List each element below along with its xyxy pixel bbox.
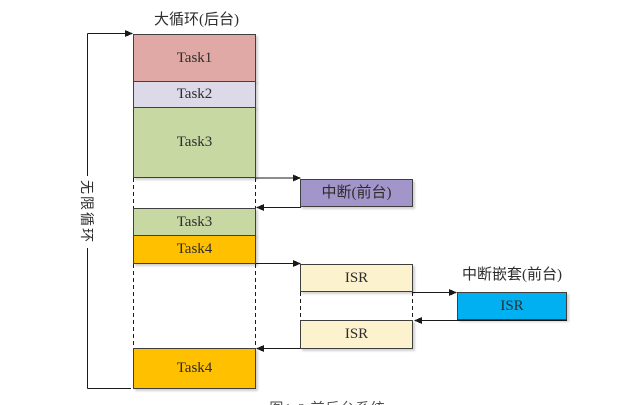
nested-isr-label: ISR: [500, 297, 524, 314]
arrow-isr-to-nested-isr-head-icon: [449, 289, 457, 296]
task3-resume-box: Task3: [133, 208, 256, 236]
isr1-label: ISR: [344, 269, 369, 286]
caption-cropped: 图1-2 前后台系统: [230, 398, 425, 405]
task3-box: Task3: [133, 107, 256, 178]
interrupt-box: 中断(前台): [300, 179, 413, 207]
task1-box: Task1: [133, 34, 256, 82]
nested-isr-box: ISR: [457, 292, 567, 320]
task4-resume-label: Task4: [176, 360, 213, 376]
background-column-title: 大循环(后台): [154, 12, 239, 28]
task4-label: Task4: [176, 241, 213, 257]
isr2-box: ISR: [300, 320, 413, 349]
task3-resume-label: Task3: [176, 213, 213, 230]
task4-box: Task4: [133, 235, 256, 264]
arrow-interrupt-return-head-icon: [256, 204, 264, 211]
task2-label: Task2: [176, 86, 213, 102]
task1-label: Task1: [176, 49, 213, 66]
infinite-loop-label: 无限循环: [76, 176, 98, 248]
arrow-isr-return-to-task4-head-icon: [256, 345, 264, 352]
task3-label: Task3: [176, 134, 213, 150]
arrow-nested-isr-return-head-icon: [414, 317, 422, 324]
interrupt-label: 中断(前台): [321, 184, 392, 201]
nested-interrupt-title: 中断嵌套(前台): [462, 267, 562, 283]
isr1-box: ISR: [300, 264, 413, 292]
task4-resume-box: Task4: [133, 348, 256, 389]
task2-box: Task2: [133, 81, 256, 108]
isr2-label: ISR: [344, 326, 369, 342]
loop-top-arrowhead-icon: [125, 30, 133, 37]
